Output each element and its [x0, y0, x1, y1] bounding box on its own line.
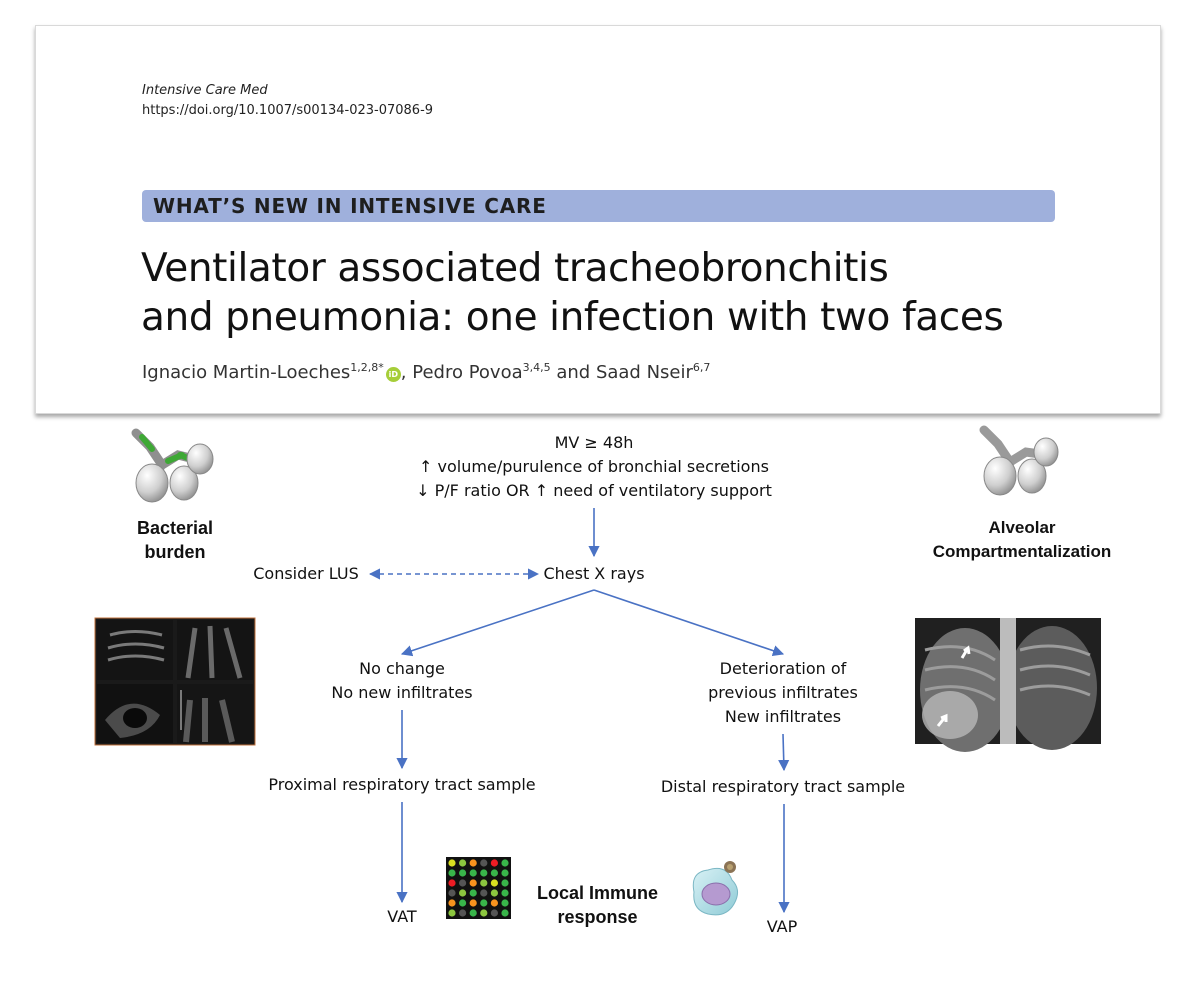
- criteria-mv: MV ≥ 48h: [554, 433, 634, 452]
- microarray-spot: [469, 859, 477, 867]
- microarray-spot: [480, 869, 488, 877]
- lung-gray-icon: [979, 425, 1059, 496]
- deterioration-line: Deterioration of: [719, 659, 847, 678]
- section-banner: WHAT’S NEW IN INTENSIVE CARE: [142, 190, 1055, 222]
- microarray-spot: [480, 859, 488, 867]
- bacterial-burden-label: Bacterial burden: [136, 518, 214, 562]
- microarray-spot: [448, 869, 456, 877]
- microarray-spot: [501, 889, 509, 897]
- author-affiliation: 3,4,5: [522, 361, 551, 374]
- microarray-spot: [459, 879, 467, 887]
- title-line-2: and pneumonia: one infection with two fa…: [141, 295, 1004, 340]
- arrow-to-deterioration: [593, 589, 785, 657]
- consider-lus-label: Consider LUS: [253, 564, 359, 583]
- microarray-spot: [480, 899, 488, 907]
- vat-label: VAT: [387, 907, 417, 926]
- microarray-spot: [448, 889, 456, 897]
- orcid-icon[interactable]: iD: [385, 367, 401, 382]
- microarray-spot: [490, 899, 498, 907]
- section-banner-label: WHAT’S NEW IN INTENSIVE CARE: [153, 194, 547, 218]
- no-change-block: No change No new infiltrates: [302, 657, 502, 705]
- no-new-infiltrates-line: No new infiltrates: [331, 683, 473, 702]
- local-immune-label: Local Immune response: [536, 883, 659, 927]
- author-name[interactable]: Ignacio Martin-Loeches: [142, 362, 351, 383]
- criteria-pf-ratio: ↓ P/F ratio OR ↑ need of ventilatory sup…: [416, 481, 772, 500]
- microarray-spot: [469, 909, 477, 917]
- microarray-spot: [501, 899, 509, 907]
- immune-cell-icon: [692, 861, 738, 916]
- title-line-1: Ventilator associated tracheobronchitis: [141, 246, 889, 291]
- arrow-to-distal: [778, 733, 790, 772]
- microarray-spot: [480, 879, 488, 887]
- doi-link[interactable]: https://doi.org/10.1007/s00134-023-07086…: [142, 103, 434, 118]
- microarray-spot: [448, 859, 456, 867]
- microarray-spot: [459, 889, 467, 897]
- author-affiliation: 1,2,8*: [350, 361, 384, 374]
- microarray-spot: [448, 899, 456, 907]
- xray-image: [915, 618, 1101, 752]
- journal-name: Intensive Care Med: [142, 83, 268, 98]
- deterioration-block: Deterioration of previous infiltrates Ne…: [683, 657, 883, 729]
- microarray-spot: [480, 889, 488, 897]
- microarray-spot: [459, 859, 467, 867]
- microarray-spot: [490, 879, 498, 887]
- chest-xray-label: Chest X rays: [543, 564, 645, 583]
- microarray-spot: [490, 909, 498, 917]
- author-list: Ignacio Martin-Loeches1,2,8*iD, Pedro Po…: [142, 361, 711, 383]
- microarray-spot: [469, 879, 477, 887]
- proximal-sample-label: Proximal respiratory tract sample: [268, 775, 536, 794]
- criteria-secretions: ↑ volume/purulence of bronchial secretio…: [419, 457, 769, 476]
- microarray-spot: [501, 869, 509, 877]
- microarray-spot: [501, 909, 509, 917]
- microarray-spot: [490, 869, 498, 877]
- microarray-spot: [490, 889, 498, 897]
- microarray-spot: [459, 869, 467, 877]
- distal-sample-label: Distal respiratory tract sample: [660, 777, 906, 796]
- microarray-spot: [480, 909, 488, 917]
- microarray-spot: [459, 899, 467, 907]
- article-title: Ventilator associated tracheobronchitis …: [141, 244, 1101, 342]
- microarray-spot: [501, 879, 509, 887]
- microarray-spot: [448, 879, 456, 887]
- arrow-to-no-change: [400, 589, 595, 657]
- author-name[interactable]: Pedro Povoa: [412, 362, 523, 383]
- flow-arrows: [368, 508, 790, 914]
- microarray-spot: [490, 859, 498, 867]
- lung-green-icon: [131, 428, 214, 503]
- microarray-spot: [469, 899, 477, 907]
- author-affiliation: 6,7: [692, 361, 711, 374]
- alveolar-label: Alveolar Compartmentalization: [932, 518, 1112, 561]
- microarray-spot: [459, 909, 467, 917]
- new-infiltrates-line: New infiltrates: [724, 707, 842, 726]
- microarray-spot: [448, 909, 456, 917]
- previous-infiltrates-line: previous infiltrates: [708, 683, 858, 702]
- author-name[interactable]: Saad Nseir: [595, 362, 693, 383]
- microarray-icon: [446, 857, 511, 919]
- ultrasound-images: [94, 617, 256, 746]
- microarray-spot: [469, 889, 477, 897]
- no-change-line: No change: [359, 659, 445, 678]
- vap-label: VAP: [766, 917, 798, 936]
- criteria-block: MV ≥ 48h ↑ volume/purulence of bronchial…: [394, 431, 794, 503]
- microarray-spot: [501, 859, 509, 867]
- microarray-spot: [469, 869, 477, 877]
